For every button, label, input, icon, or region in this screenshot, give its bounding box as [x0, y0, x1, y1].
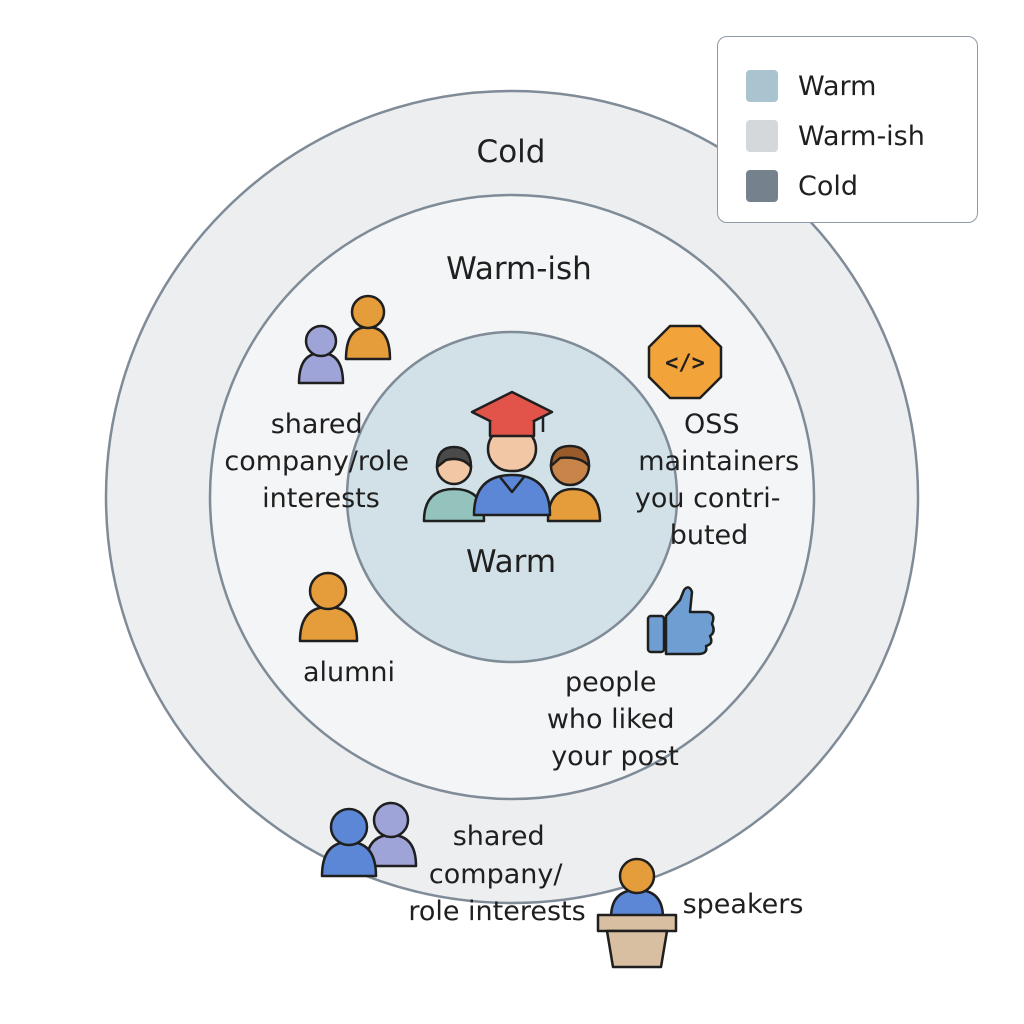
code-badge-icon: </> [647, 324, 723, 400]
podium-speaker-icon [596, 857, 678, 969]
legend-swatch-warm [746, 70, 778, 102]
legend-swatch-cold [746, 170, 778, 202]
alumni-label: alumni [303, 657, 395, 688]
warm-ring-title: Warm [466, 544, 556, 580]
legend-label-warm-ish: Warm-ish [798, 120, 925, 152]
legend-swatch-warm-ish [746, 120, 778, 152]
warm-people-group-icon [422, 390, 602, 523]
cold-ring-title: Cold [477, 134, 546, 170]
liked-post-label: people who liked your post [547, 667, 683, 772]
legend-label-warm: Warm [798, 70, 877, 102]
oss-maintainers-label: OSS maintainers you contri- buted [635, 409, 808, 551]
warm-ish-ring-title: Warm-ish [446, 251, 592, 287]
legend: Warm Warm-ish Cold [717, 36, 978, 223]
shared-interests-inner-label: shared company/role interests [224, 409, 417, 514]
alumni-person-icon [298, 571, 359, 643]
shared-interests-outer-label: shared company/ role interests [408, 821, 585, 927]
legend-item-cold: Cold [746, 169, 858, 203]
shared-interests-outer-people-icon [320, 801, 418, 878]
legend-label-cold: Cold [798, 170, 859, 202]
thumbs-up-icon [646, 586, 715, 656]
speakers-label: speakers [683, 889, 804, 920]
shared-interests-people-icon [297, 294, 392, 385]
legend-item-warm-ish: Warm-ish [746, 119, 925, 153]
legend-item-warm: Warm [746, 69, 876, 103]
code-badge-symbol: </> [665, 351, 705, 376]
